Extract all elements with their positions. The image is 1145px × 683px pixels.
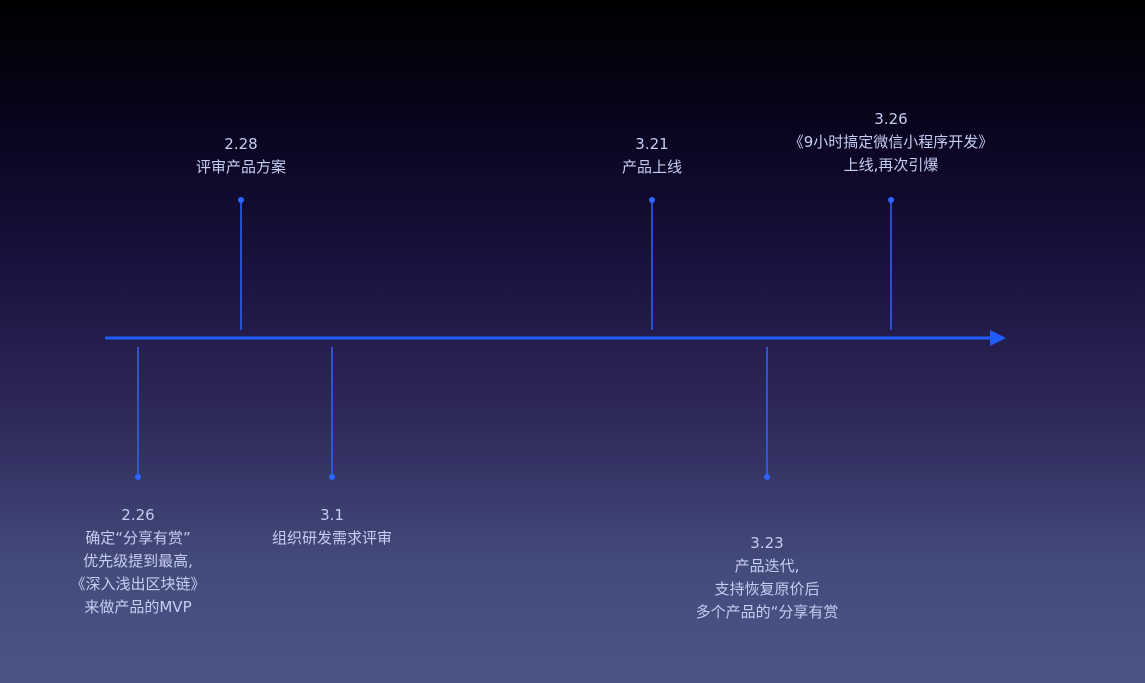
milestone-text-line: 来做产品的MVP bbox=[84, 598, 192, 616]
milestone-text-line: 确定“分享有赏” bbox=[85, 529, 191, 547]
milestone-label-m-3-21: 3.21 产品上线 bbox=[622, 133, 682, 179]
milestone-text-line: 支持恢复原价后 bbox=[714, 580, 820, 598]
milestone-text-line: 组织研发需求评审 bbox=[271, 529, 393, 547]
milestone-label-m-3-26: 3.26 《9小时搞定微信小程序开发》上线,再次引爆 bbox=[789, 108, 994, 177]
milestone-date: 3.23 bbox=[750, 534, 784, 552]
milestone-text-line: 产品迭代, bbox=[734, 557, 800, 575]
milestone-dot-m-3-26 bbox=[888, 197, 894, 203]
milestone-date: 2.26 bbox=[121, 506, 155, 524]
milestone-date: 3.26 bbox=[874, 110, 908, 128]
milestone-label-m-2-28: 2.28 评审产品方案 bbox=[196, 133, 286, 179]
milestone-dot-m-3-21 bbox=[649, 197, 655, 203]
milestone-text-line: 优先级提到最高, bbox=[83, 552, 193, 570]
milestone-text-line: 《深入浅出区块链》 bbox=[70, 575, 206, 593]
milestone-text-line: 产品上线 bbox=[621, 158, 683, 176]
milestone-dot-m-2-28 bbox=[238, 197, 244, 203]
milestone-label-m-3-23: 3.23 产品迭代, 支持恢复原价后多个产品的“分享有赏 bbox=[696, 532, 839, 624]
milestone-text-line: 《9小时搞定微信小程序开发》 bbox=[788, 133, 994, 151]
timeline-arrowhead bbox=[990, 330, 1006, 346]
milestone-date: 3.21 bbox=[635, 135, 669, 153]
milestone-label-m-2-26: 2.26 确定“分享有赏” 优先级提到最高, 《深入浅出区块链》来做产品的MVP bbox=[70, 504, 205, 619]
milestone-date: 2.28 bbox=[224, 135, 258, 153]
milestone-dot-m-3-23 bbox=[764, 474, 770, 480]
milestone-dot-m-3-1 bbox=[329, 474, 335, 480]
milestone-text-line: 上线,再次引爆 bbox=[843, 156, 939, 174]
milestone-date: 3.1 bbox=[320, 506, 344, 524]
milestone-label-m-3-1: 3.1 组织研发需求评审 bbox=[272, 504, 392, 550]
milestone-text-line: 评审产品方案 bbox=[195, 158, 287, 176]
milestone-dot-m-2-26 bbox=[135, 474, 141, 480]
milestone-text-line: 多个产品的“分享有赏 bbox=[695, 603, 839, 621]
